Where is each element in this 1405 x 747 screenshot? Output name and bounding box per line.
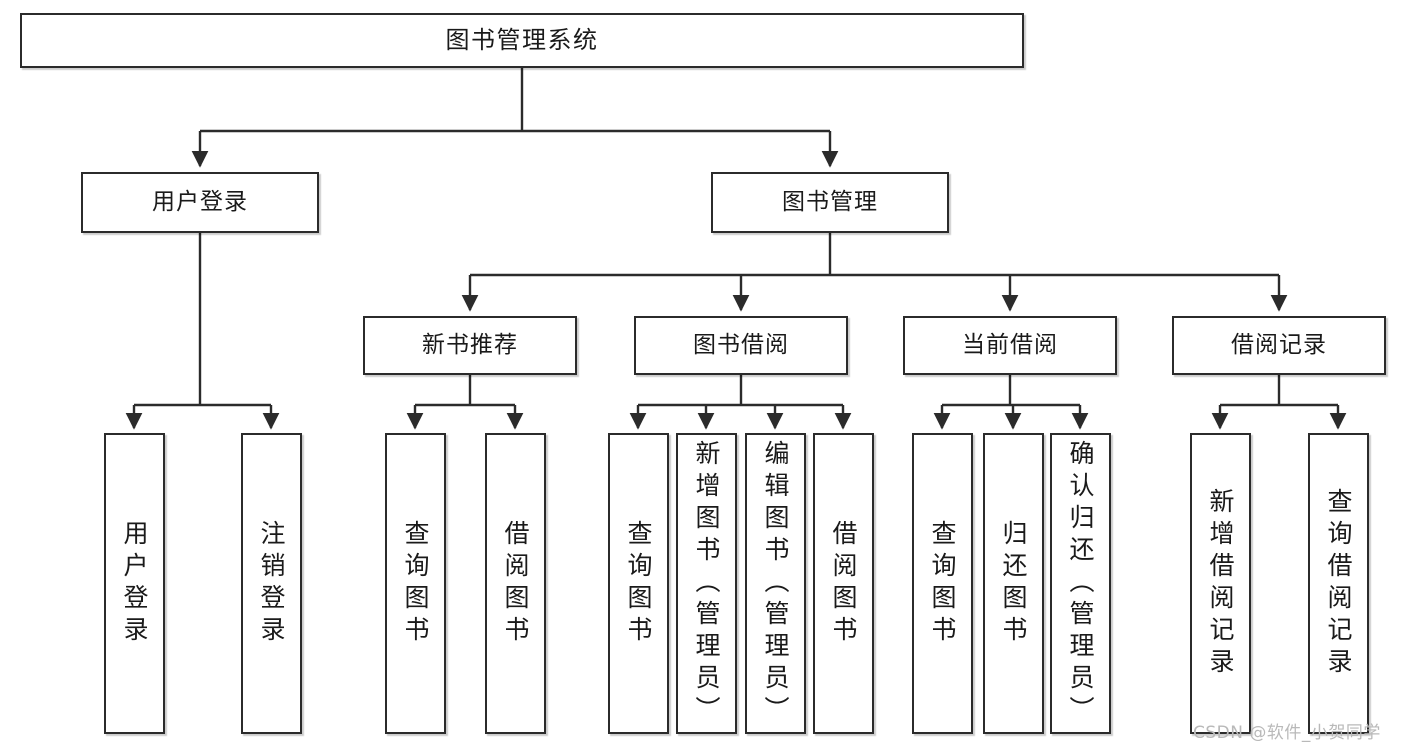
node-leaf-cb-return-book-label: 归还图书 bbox=[999, 519, 1028, 648]
node-user-login[interactable]: 用户登录 bbox=[81, 172, 319, 233]
node-leaf-rec-query-book-label: 查询图书 bbox=[401, 519, 430, 648]
node-book-manage-label: 图书管理 bbox=[782, 189, 878, 216]
node-book-borrow[interactable]: 图书借阅 bbox=[634, 316, 848, 375]
node-root[interactable]: 图书管理系统 bbox=[20, 13, 1024, 68]
node-leaf-cb-confirm-return[interactable]: 确认归还（管理员） bbox=[1050, 433, 1111, 734]
node-leaf-bb-add-book-label: 新增图书（管理员） bbox=[692, 439, 721, 728]
node-root-label: 图书管理系统 bbox=[445, 25, 599, 54]
node-borrow-record[interactable]: 借阅记录 bbox=[1172, 316, 1386, 375]
node-leaf-bb-add-book[interactable]: 新增图书（管理员） bbox=[676, 433, 737, 734]
node-user-login-label: 用户登录 bbox=[152, 189, 248, 216]
node-leaf-br-add-record-label: 新增借阅记录 bbox=[1206, 487, 1235, 680]
node-current-borrow[interactable]: 当前借阅 bbox=[903, 316, 1117, 375]
node-book-manage[interactable]: 图书管理 bbox=[711, 172, 949, 233]
node-leaf-rec-query-book[interactable]: 查询图书 bbox=[385, 433, 446, 734]
node-leaf-cb-return-book[interactable]: 归还图书 bbox=[983, 433, 1044, 734]
node-leaf-bb-edit-book-label: 编辑图书（管理员） bbox=[761, 439, 790, 728]
node-leaf-bb-edit-book[interactable]: 编辑图书（管理员） bbox=[745, 433, 806, 734]
csdn-watermark: CSDN @软件_小贺同学 bbox=[1193, 723, 1381, 743]
node-leaf-rec-borrow-book-label: 借阅图书 bbox=[501, 519, 530, 648]
node-new-book-rec-label: 新书推荐 bbox=[422, 332, 518, 359]
node-book-borrow-label: 图书借阅 bbox=[693, 332, 789, 359]
node-leaf-user-logout[interactable]: 注销登录 bbox=[241, 433, 302, 734]
node-leaf-cb-confirm-return-label: 确认归还（管理员） bbox=[1066, 439, 1095, 728]
node-leaf-user-logout-label: 注销登录 bbox=[257, 519, 286, 648]
node-leaf-user-login[interactable]: 用户登录 bbox=[104, 433, 165, 734]
node-leaf-cb-query-book[interactable]: 查询图书 bbox=[912, 433, 973, 734]
node-leaf-bb-borrow-book[interactable]: 借阅图书 bbox=[813, 433, 874, 734]
node-leaf-bb-query-book-label: 查询图书 bbox=[624, 519, 653, 648]
node-leaf-br-query-record-label: 查询借阅记录 bbox=[1324, 487, 1353, 680]
node-leaf-br-add-record[interactable]: 新增借阅记录 bbox=[1190, 433, 1251, 734]
node-current-borrow-label: 当前借阅 bbox=[962, 332, 1058, 359]
node-leaf-bb-borrow-book-label: 借阅图书 bbox=[829, 519, 858, 648]
node-leaf-rec-borrow-book[interactable]: 借阅图书 bbox=[485, 433, 546, 734]
node-leaf-br-query-record[interactable]: 查询借阅记录 bbox=[1308, 433, 1369, 734]
node-borrow-record-label: 借阅记录 bbox=[1231, 332, 1327, 359]
node-leaf-cb-query-book-label: 查询图书 bbox=[928, 519, 957, 648]
node-new-book-rec[interactable]: 新书推荐 bbox=[363, 316, 577, 375]
node-leaf-user-login-label: 用户登录 bbox=[120, 519, 149, 648]
node-leaf-bb-query-book[interactable]: 查询图书 bbox=[608, 433, 669, 734]
